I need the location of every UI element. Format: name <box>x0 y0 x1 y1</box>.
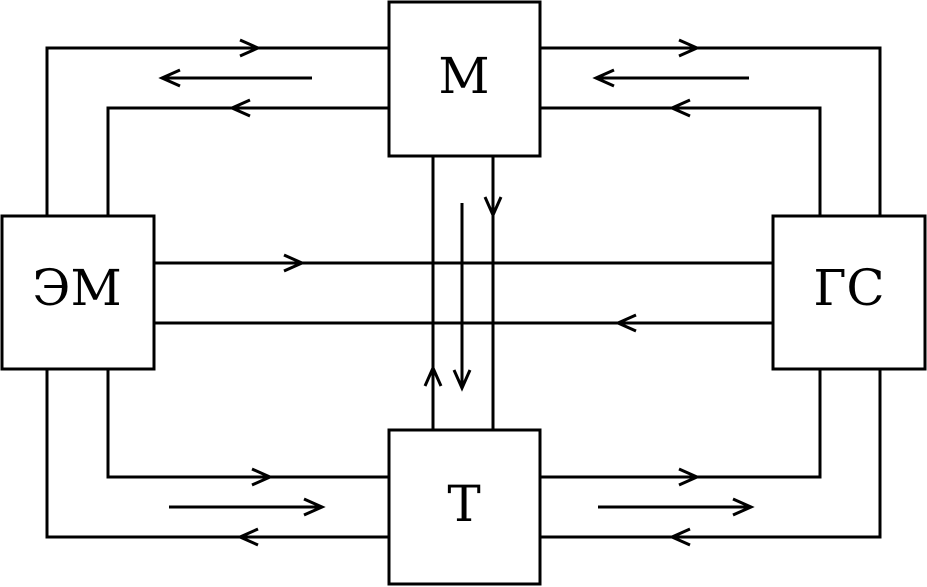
node-em-label: ЭМ <box>32 259 121 317</box>
node-gs-box <box>771 214 927 371</box>
node-m-box <box>387 0 542 158</box>
node-t: Т <box>387 428 542 586</box>
line-gs-t-outer <box>541 370 882 539</box>
line-t-gs-inner <box>541 370 822 479</box>
node-m: М <box>387 0 542 158</box>
line-m-em-inner <box>106 106 389 215</box>
node-em-box <box>0 214 156 371</box>
line-em-t-inner <box>106 370 389 479</box>
line-gs-m-inner <box>541 106 822 215</box>
line-t-em-outer <box>45 370 389 539</box>
node-gs: ГС <box>771 214 927 371</box>
node-em: ЭМ <box>0 214 156 371</box>
node-t-label: Т <box>447 475 480 533</box>
line-em-m-outer <box>45 46 389 215</box>
node-t-box <box>387 428 542 586</box>
line-m-gs-outer <box>541 46 882 215</box>
node-gs-label: ГС <box>813 259 884 317</box>
node-m-label: М <box>438 47 489 105</box>
connection-lines <box>45 46 882 539</box>
